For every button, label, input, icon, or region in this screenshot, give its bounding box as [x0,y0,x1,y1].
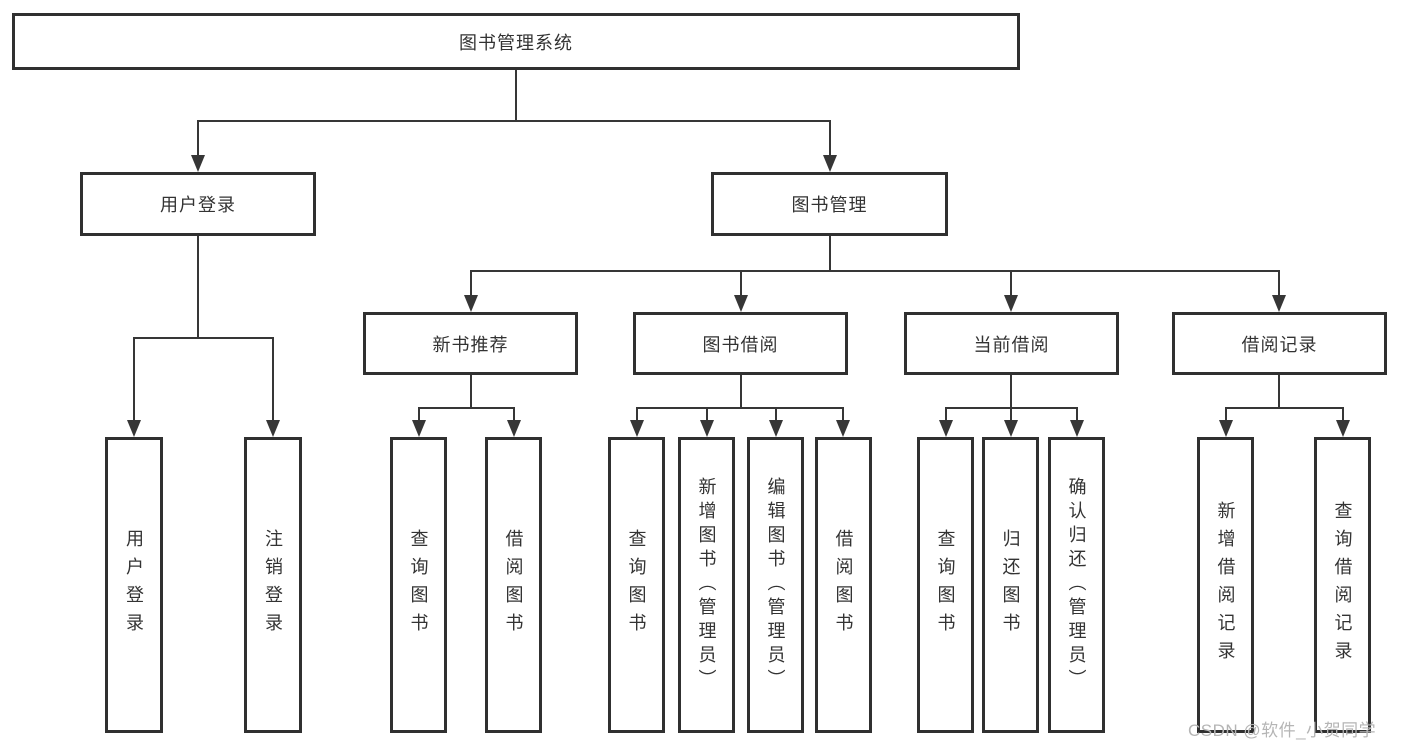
leaf-bb-edit-book-admin: 编辑图书（管理员） [747,437,804,733]
leaf-bb-add-book-admin: 新增图书（管理员） [678,437,735,733]
connector-cb-stem [1010,375,1012,408]
leaf-cb-query-book: 查询图书 [917,437,974,733]
leaf-user-login-label: 用户登录 [124,529,144,641]
arrowhead-icon [266,420,280,437]
leaf-br-add-record: 新增借阅记录 [1197,437,1254,733]
arrowhead-icon [464,295,478,312]
leaf-bb-add-book-admin-label: 新增图书（管理员） [696,477,717,693]
node-root: 图书管理系统 [12,13,1020,70]
connector-nb-stem [470,375,472,408]
connector-root-branch [197,120,831,122]
leaf-bb-borrow-book-label: 借阅图书 [833,529,854,641]
arrowhead-icon [1336,420,1350,437]
connector-nb-left [418,407,420,421]
arrowhead-icon [630,420,644,437]
node-user-login-label: 用户登录 [160,195,236,215]
node-root-label: 图书管理系统 [459,32,573,53]
leaf-cb-confirm-return-admin: 确认归还（管理员） [1048,437,1105,733]
connector-bb-1 [636,407,638,421]
leaf-logout-label: 注销登录 [263,529,283,641]
node-current-borrow: 当前借阅 [904,312,1119,375]
arrowhead-icon [507,420,521,437]
connector-nb-branch [418,407,515,409]
connector-cb-3 [1076,407,1078,421]
connector-book-mgmt-stem [829,236,831,271]
csdn-watermark: CSDN @软件_小贺同学 [1188,721,1377,740]
node-book-management: 图书管理 [711,172,948,236]
arrowhead-icon [734,295,748,312]
arrowhead-icon [1272,295,1286,312]
leaf-nb-query-book: 查询图书 [390,437,447,733]
arrowhead-icon [836,420,850,437]
connector-to-borrow-records [1278,270,1280,296]
node-current-borrow-label: 当前借阅 [973,334,1050,355]
leaf-logout: 注销登录 [244,437,302,733]
leaf-br-add-record-label: 新增借阅记录 [1215,501,1236,669]
connector-br-left [1225,407,1227,421]
node-book-management-label: 图书管理 [791,195,868,215]
leaf-nb-query-book-label: 查询图书 [408,529,429,641]
node-new-book-recommend-label: 新书推荐 [432,334,509,355]
leaf-user-login: 用户登录 [105,437,163,733]
connector-user-login-stem [197,236,199,338]
connector-to-leaf-logout [272,337,274,421]
connector-cb-2 [1010,407,1012,421]
node-book-borrow: 图书借阅 [633,312,848,375]
connector-root-stem [515,70,517,121]
node-book-borrow-label: 图书借阅 [702,334,779,355]
leaf-bb-edit-book-admin-label: 编辑图书（管理员） [765,477,786,693]
connector-to-current-borrow [1010,270,1012,296]
leaf-bb-query-book-label: 查询图书 [626,529,647,641]
leaf-bb-borrow-book: 借阅图书 [815,437,872,733]
connector-cb-1 [945,407,947,421]
node-new-book-recommend: 新书推荐 [363,312,578,375]
arrowhead-icon [939,420,953,437]
leaf-bb-query-book: 查询图书 [608,437,665,733]
leaf-nb-borrow-book-label: 借阅图书 [503,529,524,641]
connector-to-leaf-login [133,337,135,421]
connector-bb-branch [636,407,844,409]
connector-br-stem [1278,375,1280,408]
leaf-br-query-record: 查询借阅记录 [1314,437,1371,733]
connector-book-mgmt-branch [470,270,1280,272]
connector-bb-4 [842,407,844,421]
connector-br-right [1342,407,1344,421]
arrowhead-icon [1004,420,1018,437]
leaf-cb-return-book: 归还图书 [982,437,1039,733]
connector-user-login-branch [133,337,274,339]
connector-bb-2 [706,407,708,421]
connector-nb-right [513,407,515,421]
connector-to-book-management [829,120,831,156]
arrowhead-icon [1219,420,1233,437]
arrowhead-icon [700,420,714,437]
arrowhead-icon [412,420,426,437]
connector-br-branch [1225,407,1343,409]
leaf-cb-query-book-label: 查询图书 [935,529,956,641]
arrowhead-icon [769,420,783,437]
connector-to-user-login [197,120,199,156]
connector-to-book-borrow [740,270,742,296]
node-borrow-records: 借阅记录 [1172,312,1387,375]
arrowhead-icon [823,155,837,172]
node-user-login: 用户登录 [80,172,316,236]
leaf-cb-return-book-label: 归还图书 [1000,529,1021,641]
connector-bb-stem [740,375,742,408]
arrowhead-icon [191,155,205,172]
leaf-nb-borrow-book: 借阅图书 [485,437,542,733]
arrowhead-icon [1070,420,1084,437]
node-borrow-records-label: 借阅记录 [1241,334,1318,355]
leaf-br-query-record-label: 查询借阅记录 [1332,501,1353,669]
connector-to-new-book [470,270,472,296]
leaf-cb-confirm-return-admin-label: 确认归还（管理员） [1066,477,1087,693]
arrowhead-icon [127,420,141,437]
connector-bb-3 [775,407,777,421]
arrowhead-icon [1004,295,1018,312]
